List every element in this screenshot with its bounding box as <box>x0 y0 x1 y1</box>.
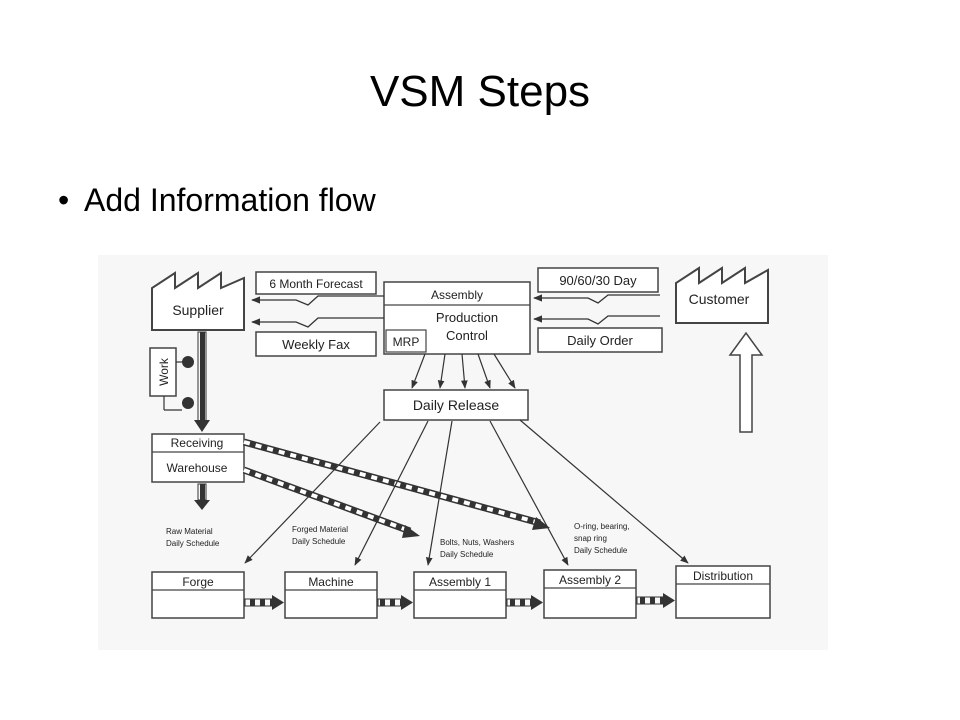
production-control-line2: Production <box>436 310 498 325</box>
schedule-oring-line3: Daily Schedule <box>574 546 628 555</box>
release-to-process-arrows <box>244 419 689 566</box>
schedule-label-oring: O-ring, bearing, snap ring Daily Schedul… <box>574 522 630 555</box>
receiving-label: Receiving <box>171 436 224 450</box>
daily-release-box: Daily Release <box>383 389 529 421</box>
supplier-label: Supplier <box>172 302 224 318</box>
schedule-raw-line1: Raw Material <box>166 527 213 536</box>
mrp-label: MRP <box>393 335 420 349</box>
warehouse-label: Warehouse <box>167 461 228 475</box>
schedule-oring-line1: O-ring, bearing, <box>574 522 630 531</box>
process-distribution-label: Distribution <box>693 569 753 583</box>
process-push-arrows <box>244 593 675 610</box>
production-control-box: Assembly Production Control MRP <box>383 281 531 355</box>
customer-forecast-box: 90/60/30 Day <box>537 267 659 293</box>
warehouse-push-arrow <box>194 483 210 510</box>
receiving-warehouse-box: Receiving Warehouse <box>151 433 245 483</box>
electronic-info-flows <box>251 294 660 328</box>
schedule-forged-line2: Daily Schedule <box>292 537 346 546</box>
process-machine-label: Machine <box>308 575 354 589</box>
bullet-dot: • <box>58 182 70 218</box>
weekly-fax-box: Weekly Fax <box>255 331 377 357</box>
supplier-forecast-box: 6 Month Forecast <box>255 271 377 295</box>
schedule-raw-line2: Daily Schedule <box>166 539 220 548</box>
process-distribution: Distribution <box>675 565 771 619</box>
process-assembly-1-label: Assembly 1 <box>429 575 491 589</box>
customer-shipment-arrow <box>728 331 764 433</box>
schedule-bolts-line1: Bolts, Nuts, Washers <box>440 538 514 547</box>
daily-order-label: Daily Order <box>567 333 633 348</box>
process-machine: Machine <box>284 571 378 619</box>
work-kanban: Work <box>149 347 194 411</box>
supplier-factory: Supplier <box>151 271 245 331</box>
warehouse-diagonal-push-arrows <box>242 438 550 538</box>
schedule-bolts-line2: Daily Schedule <box>440 550 494 559</box>
bullet-item: • Add Information flow <box>58 178 376 222</box>
supplier-push-arrow <box>194 331 210 432</box>
bullet-text: Add Information flow <box>84 182 376 218</box>
schedule-label-forged: Forged Material Daily Schedule <box>292 525 348 546</box>
schedule-label-bolts: Bolts, Nuts, Washers Daily Schedule <box>440 538 514 559</box>
process-assembly-1: Assembly 1 <box>413 571 507 619</box>
schedule-label-raw: Raw Material Daily Schedule <box>166 527 220 548</box>
schedule-oring-line2: snap ring <box>574 534 607 543</box>
slide-title: VSM Steps <box>369 67 591 116</box>
supplier-forecast-label: 6 Month Forecast <box>269 277 363 291</box>
process-assembly-2-label: Assembly 2 <box>559 573 621 587</box>
daily-release-label: Daily Release <box>413 397 500 413</box>
production-control-line3: Control <box>446 328 488 343</box>
process-assembly-2: Assembly 2 <box>543 569 637 619</box>
control-to-release-arrows <box>411 353 516 389</box>
customer-factory: Customer <box>675 266 769 324</box>
process-forge: Forge <box>151 571 245 619</box>
customer-forecast-label: 90/60/30 Day <box>559 273 637 288</box>
daily-order-box: Daily Order <box>537 327 663 353</box>
weekly-fax-label: Weekly Fax <box>282 337 350 352</box>
process-forge-label: Forge <box>182 575 214 589</box>
schedule-forged-line1: Forged Material <box>292 525 348 534</box>
customer-label: Customer <box>689 291 750 307</box>
work-label: Work <box>157 357 171 386</box>
production-control-line1: Assembly <box>431 288 483 302</box>
